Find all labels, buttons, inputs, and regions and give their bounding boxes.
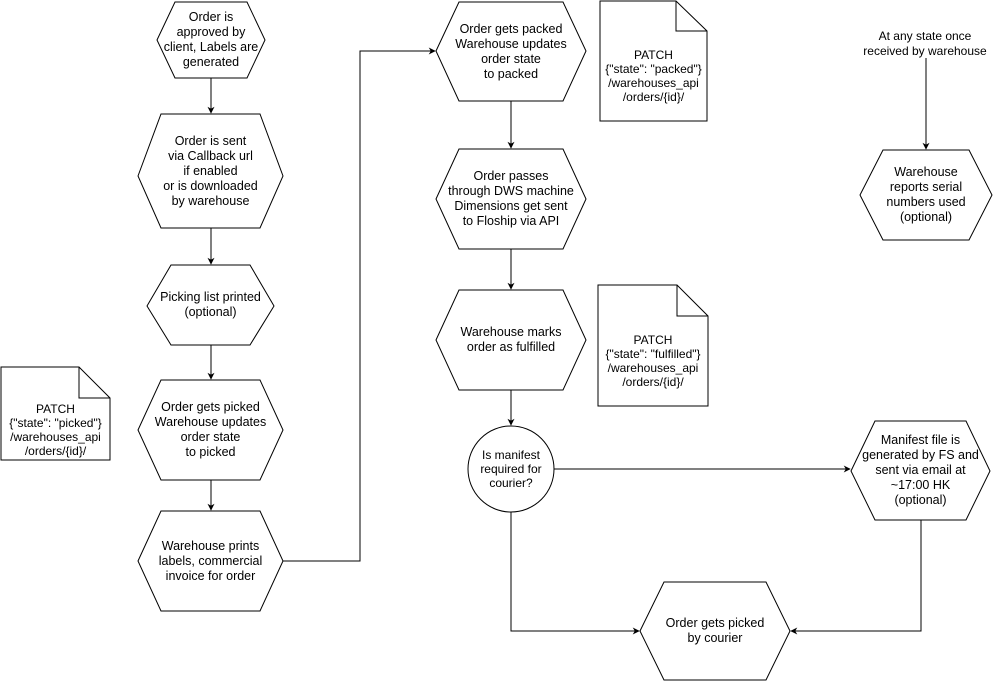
node-packed-shape [435, 1, 587, 102]
node-fulfilled: Warehouse marks order as fulfilled [460, 325, 562, 354]
document-fulfilled: PATCH {"state": "fulfilled"} /warehouses… [605, 333, 701, 389]
node-dws-shape [435, 148, 587, 250]
node-picked-shape [137, 379, 284, 481]
node-packed: Order gets packed Warehouse updates orde… [455, 21, 567, 81]
note-any-state: At any state once received by warehouse [863, 29, 987, 58]
document-picked: PATCH {"state": "picked"} /warehouses_ap… [9, 402, 102, 458]
edge-decision-to-courier [510, 512, 640, 635]
document-picked-shape [0, 366, 111, 461]
node-approved-shape [156, 1, 266, 79]
document-fulfilled-shape [597, 284, 709, 407]
edge-prints-to-packed [283, 47, 436, 562]
node-picked: Order gets picked Warehouse updates orde… [154, 400, 267, 459]
node-serial-shape [859, 149, 993, 241]
node-picking-shape [146, 264, 275, 346]
node-sent: Order is sent via Callback url if enable… [163, 133, 258, 208]
document-packed-shape [599, 0, 708, 122]
node-approved: Order is approved by client, Labels are … [163, 10, 259, 69]
node-fulfilled-shape [435, 289, 587, 391]
node-sent-shape [137, 113, 284, 229]
node-dws: Order passes through DWS machine Dimensi… [448, 169, 574, 228]
node-prints: Warehouse prints labels, commercial invo… [158, 538, 263, 583]
node-serial: Warehouse reports serial numbers used (o… [886, 165, 966, 224]
document-packed: PATCH {"state": "packed"} /warehouses_ap… [605, 48, 702, 104]
node-manifest-decision: Is manifest required for courier? [480, 448, 542, 490]
node-manifest-file: Manifest file is generated by FS and sen… [862, 433, 979, 507]
edge-manifest-file-to-courier [790, 520, 922, 635]
node-picking: Picking list printed (optional) [160, 290, 261, 319]
node-courier-shape [639, 581, 791, 681]
node-manifest-file-shape [850, 420, 991, 521]
node-courier: Order gets picked by courier [665, 616, 765, 645]
